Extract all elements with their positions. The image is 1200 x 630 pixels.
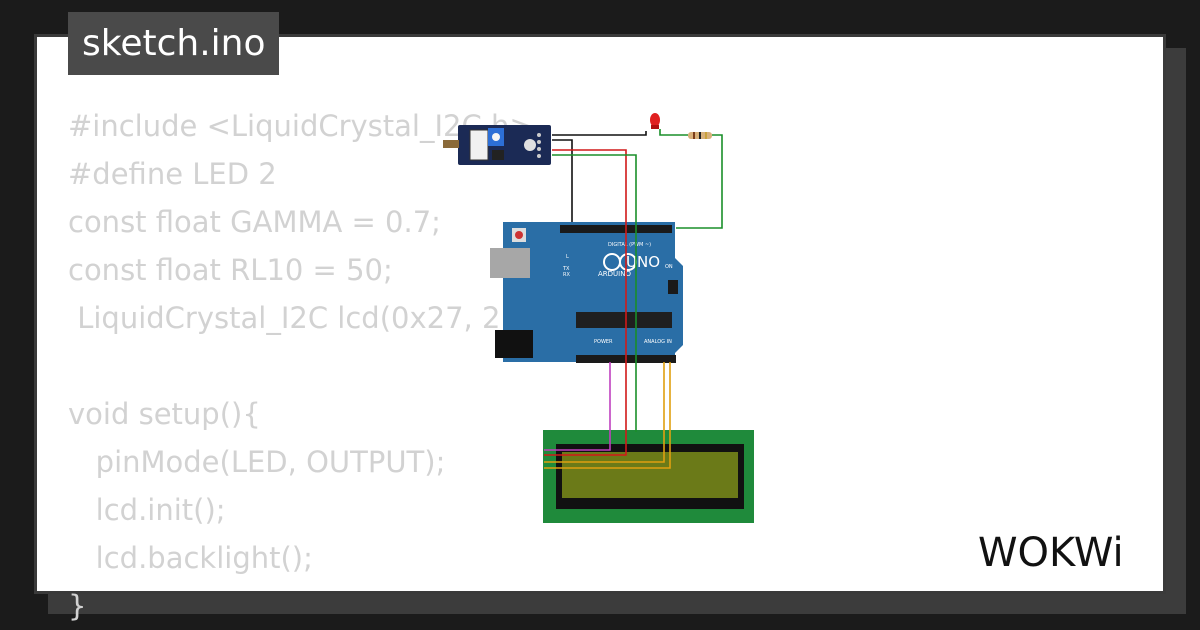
usb-port-icon xyxy=(490,248,530,278)
tx-label: TX xyxy=(562,266,570,272)
lcd-display[interactable] xyxy=(543,430,754,523)
l-label: L xyxy=(566,254,569,260)
code-line: } xyxy=(68,589,87,623)
arduino-uno-board[interactable]: UNO ARDUINO DIGITAL (PWM ~) ANALOG IN PO… xyxy=(490,222,683,363)
power-label: POWER xyxy=(594,339,613,345)
code-line: pinMode(LED, OUTPUT); xyxy=(68,445,446,479)
code-line: void setup(){ xyxy=(68,397,261,431)
board-name: UNO xyxy=(626,253,660,271)
reset-button xyxy=(515,231,523,239)
red-led[interactable] xyxy=(650,113,660,129)
analog-label: ANALOG IN xyxy=(644,339,672,345)
wokwi-logo-text: WOKWi xyxy=(978,530,1124,576)
code-line: #define LED 2 xyxy=(68,157,277,191)
code-line: const float GAMMA = 0.7; xyxy=(68,205,441,239)
ldr-sensor-module[interactable] xyxy=(443,125,551,165)
board-brand: ARDUINO xyxy=(598,270,631,278)
photoresistor-icon xyxy=(443,140,459,148)
resistor[interactable] xyxy=(688,132,712,139)
wires xyxy=(544,129,723,469)
rx-label: RX xyxy=(563,272,570,278)
file-title-tab: sketch.ino xyxy=(68,12,280,75)
code-editor: #include <LiquidCrystal_I2C.h>#define LE… xyxy=(68,102,534,630)
on-label: ON xyxy=(665,264,673,270)
wokwi-logo: WOKWi xyxy=(978,530,1124,576)
digital-label: DIGITAL (PWM ~) xyxy=(608,242,651,248)
code-line: const float RL10 = 50; xyxy=(68,253,393,287)
code-line: lcd.init(); xyxy=(68,493,226,527)
file-title: sketch.ino xyxy=(82,23,266,64)
code-line: lcd.backlight(); xyxy=(68,541,313,575)
power-jack-icon xyxy=(495,330,533,358)
code-line: LiquidCrystal_I2C lcd(0x27, 2 xyxy=(68,301,501,335)
